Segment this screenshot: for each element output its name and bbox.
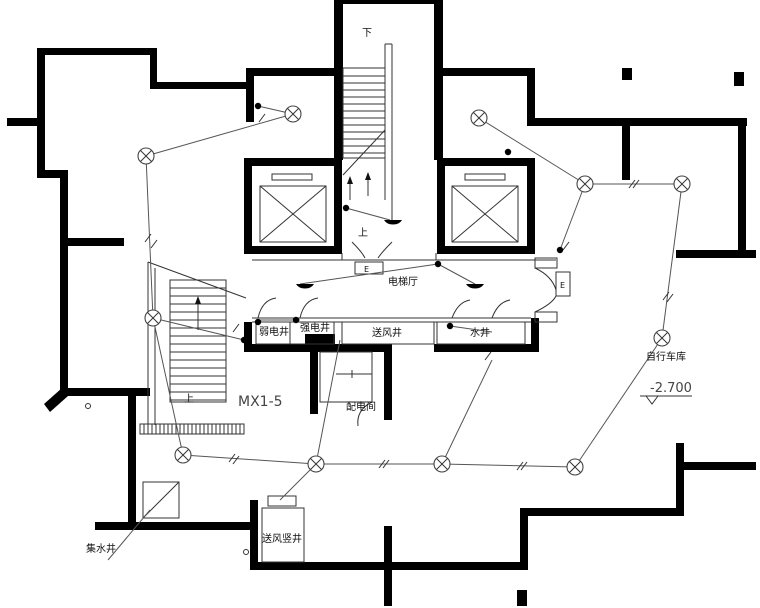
switch-dot-icon	[434, 260, 442, 268]
elevation-label: -2.700	[650, 381, 692, 396]
switch-dot-icon	[504, 148, 512, 156]
sump-label: 集水井	[86, 542, 116, 555]
labels: 下 上 上 E E 电梯厅 弱电井 强电井 送风井 水井 MX1-5 配电间 自…	[86, 28, 692, 555]
lobby-lines	[252, 241, 571, 345]
circle-x-icon	[137, 147, 155, 165]
walls	[7, 0, 756, 606]
exit-lights	[296, 220, 484, 289]
switch-dot-icon	[342, 204, 350, 212]
bike-garage-label: 自行车库	[646, 350, 686, 363]
circle-x-icon	[284, 105, 302, 123]
circle-x-icon	[673, 175, 691, 193]
switch-dot-icon	[292, 316, 300, 324]
switch-dot-icon	[240, 336, 248, 344]
circle-x-icon	[174, 446, 192, 464]
stair-arrows	[347, 172, 371, 200]
switch-dot-icon	[556, 246, 564, 254]
sump-box	[142, 481, 180, 519]
air-shaft-box	[261, 495, 305, 563]
e-box-label: E	[364, 265, 369, 274]
ceiling-lamps	[137, 105, 691, 476]
up-label-left: 上	[184, 393, 194, 405]
half-disc-icon	[466, 284, 484, 289]
switch-dot-icon	[254, 102, 262, 110]
elevator-right	[451, 173, 519, 243]
elevator-left	[259, 173, 327, 243]
circle-x-icon	[433, 455, 451, 473]
dist-room-label: 配电间	[346, 400, 376, 413]
up-label-upper: 上	[358, 227, 368, 239]
circle-x-icon	[470, 109, 488, 127]
circle-x-icon	[307, 455, 325, 473]
down-label: 下	[362, 28, 372, 39]
weak-shaft-label: 弱电井	[259, 325, 289, 338]
air-shaft-label: 送风井	[372, 326, 402, 339]
panel-label: MX1-5	[238, 394, 283, 410]
distribution-room	[319, 351, 373, 427]
elevation-mark	[640, 395, 692, 405]
strong-shaft-label: 强电井	[300, 321, 330, 334]
half-disc-icon	[296, 284, 314, 289]
elevator-hall-label: 电梯厅	[388, 275, 418, 288]
stair-base-hatch	[139, 423, 245, 435]
water-shaft-label: 水井	[470, 326, 490, 339]
switches	[240, 102, 564, 344]
stair-left	[147, 261, 247, 430]
switch-dot-icon	[254, 318, 262, 326]
wire-ticks	[144, 113, 674, 471]
half-disc-icon	[384, 220, 402, 225]
e-box-label-2: E	[560, 281, 565, 290]
circle-x-icon	[653, 329, 671, 347]
circle-x-icon	[566, 458, 584, 476]
circle-x-icon	[576, 175, 594, 193]
circle-x-icon	[144, 309, 162, 327]
stair-upper	[342, 43, 393, 220]
air-vert-label: 送风竖井	[262, 532, 302, 545]
switch-dot-icon	[446, 322, 454, 330]
